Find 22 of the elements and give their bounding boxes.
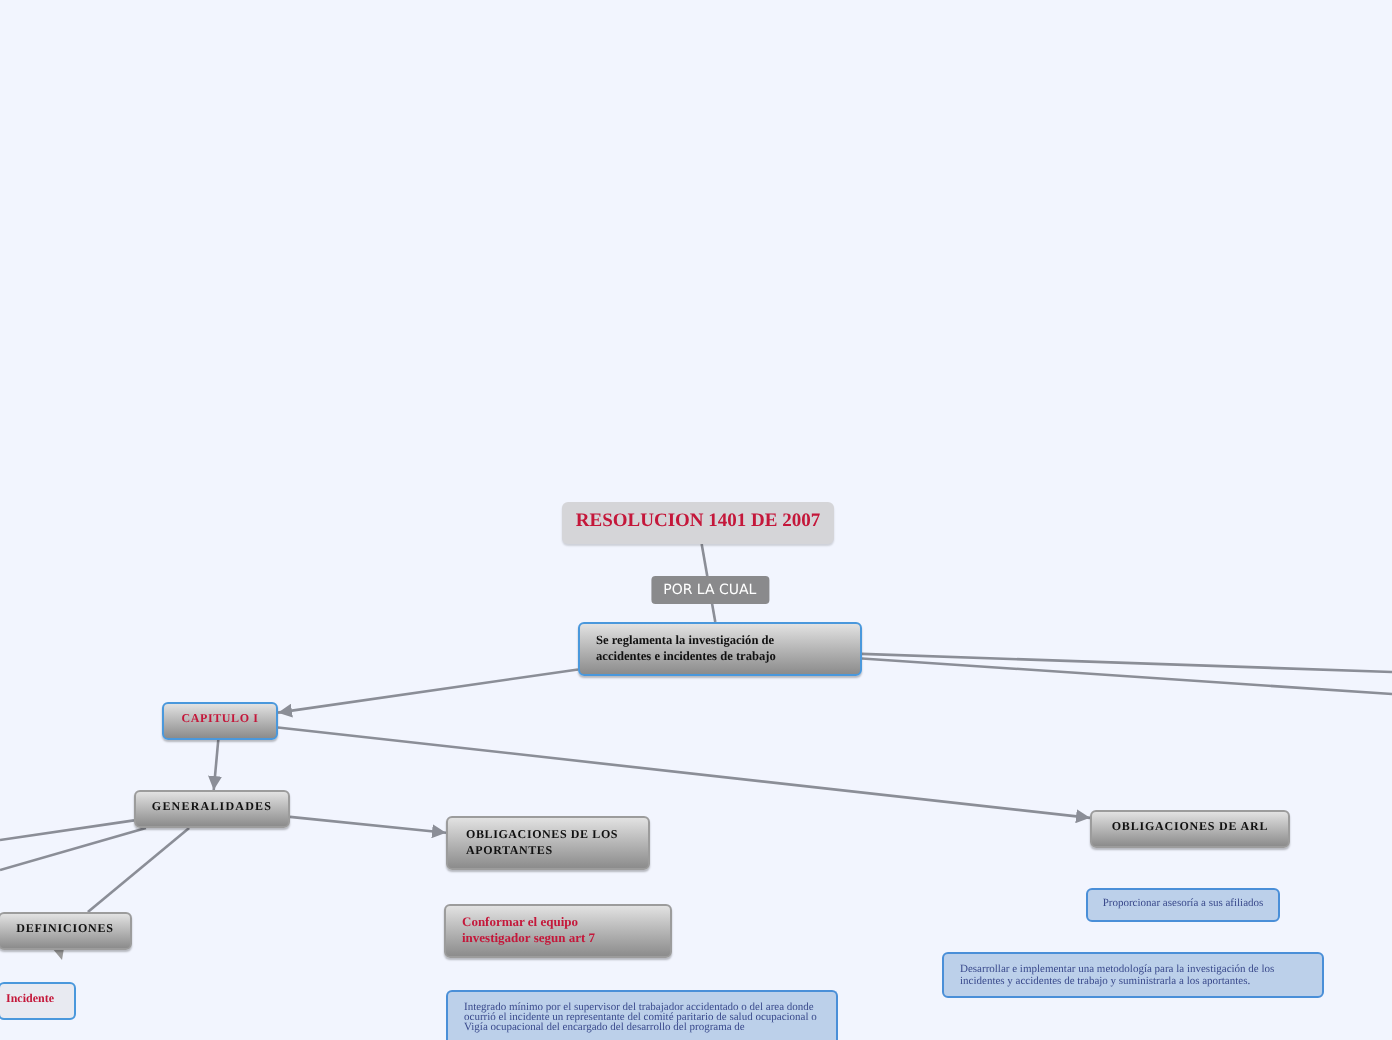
arrow [289,815,447,839]
topic-box [0,912,132,950]
topic-box [1090,810,1290,848]
topic-box [444,904,672,958]
topic-box [578,622,862,676]
arrow [277,668,579,718]
central-topic-box [562,502,834,544]
connector-line [0,819,135,842]
topic-box [446,816,650,870]
arrow [208,739,222,791]
note-box [942,952,1324,998]
arrow [277,726,1091,824]
connector-line [861,657,1392,696]
note-box [446,990,838,1040]
topic-box [162,702,278,740]
connector-line [0,826,147,872]
note-box [1086,888,1280,922]
topic-text: RESOLUCION 1401 DE 2007 [575,510,821,537]
connector-line [87,827,190,913]
topic-box [0,982,76,1020]
topic-box [134,790,290,828]
connector-line [861,652,1392,674]
